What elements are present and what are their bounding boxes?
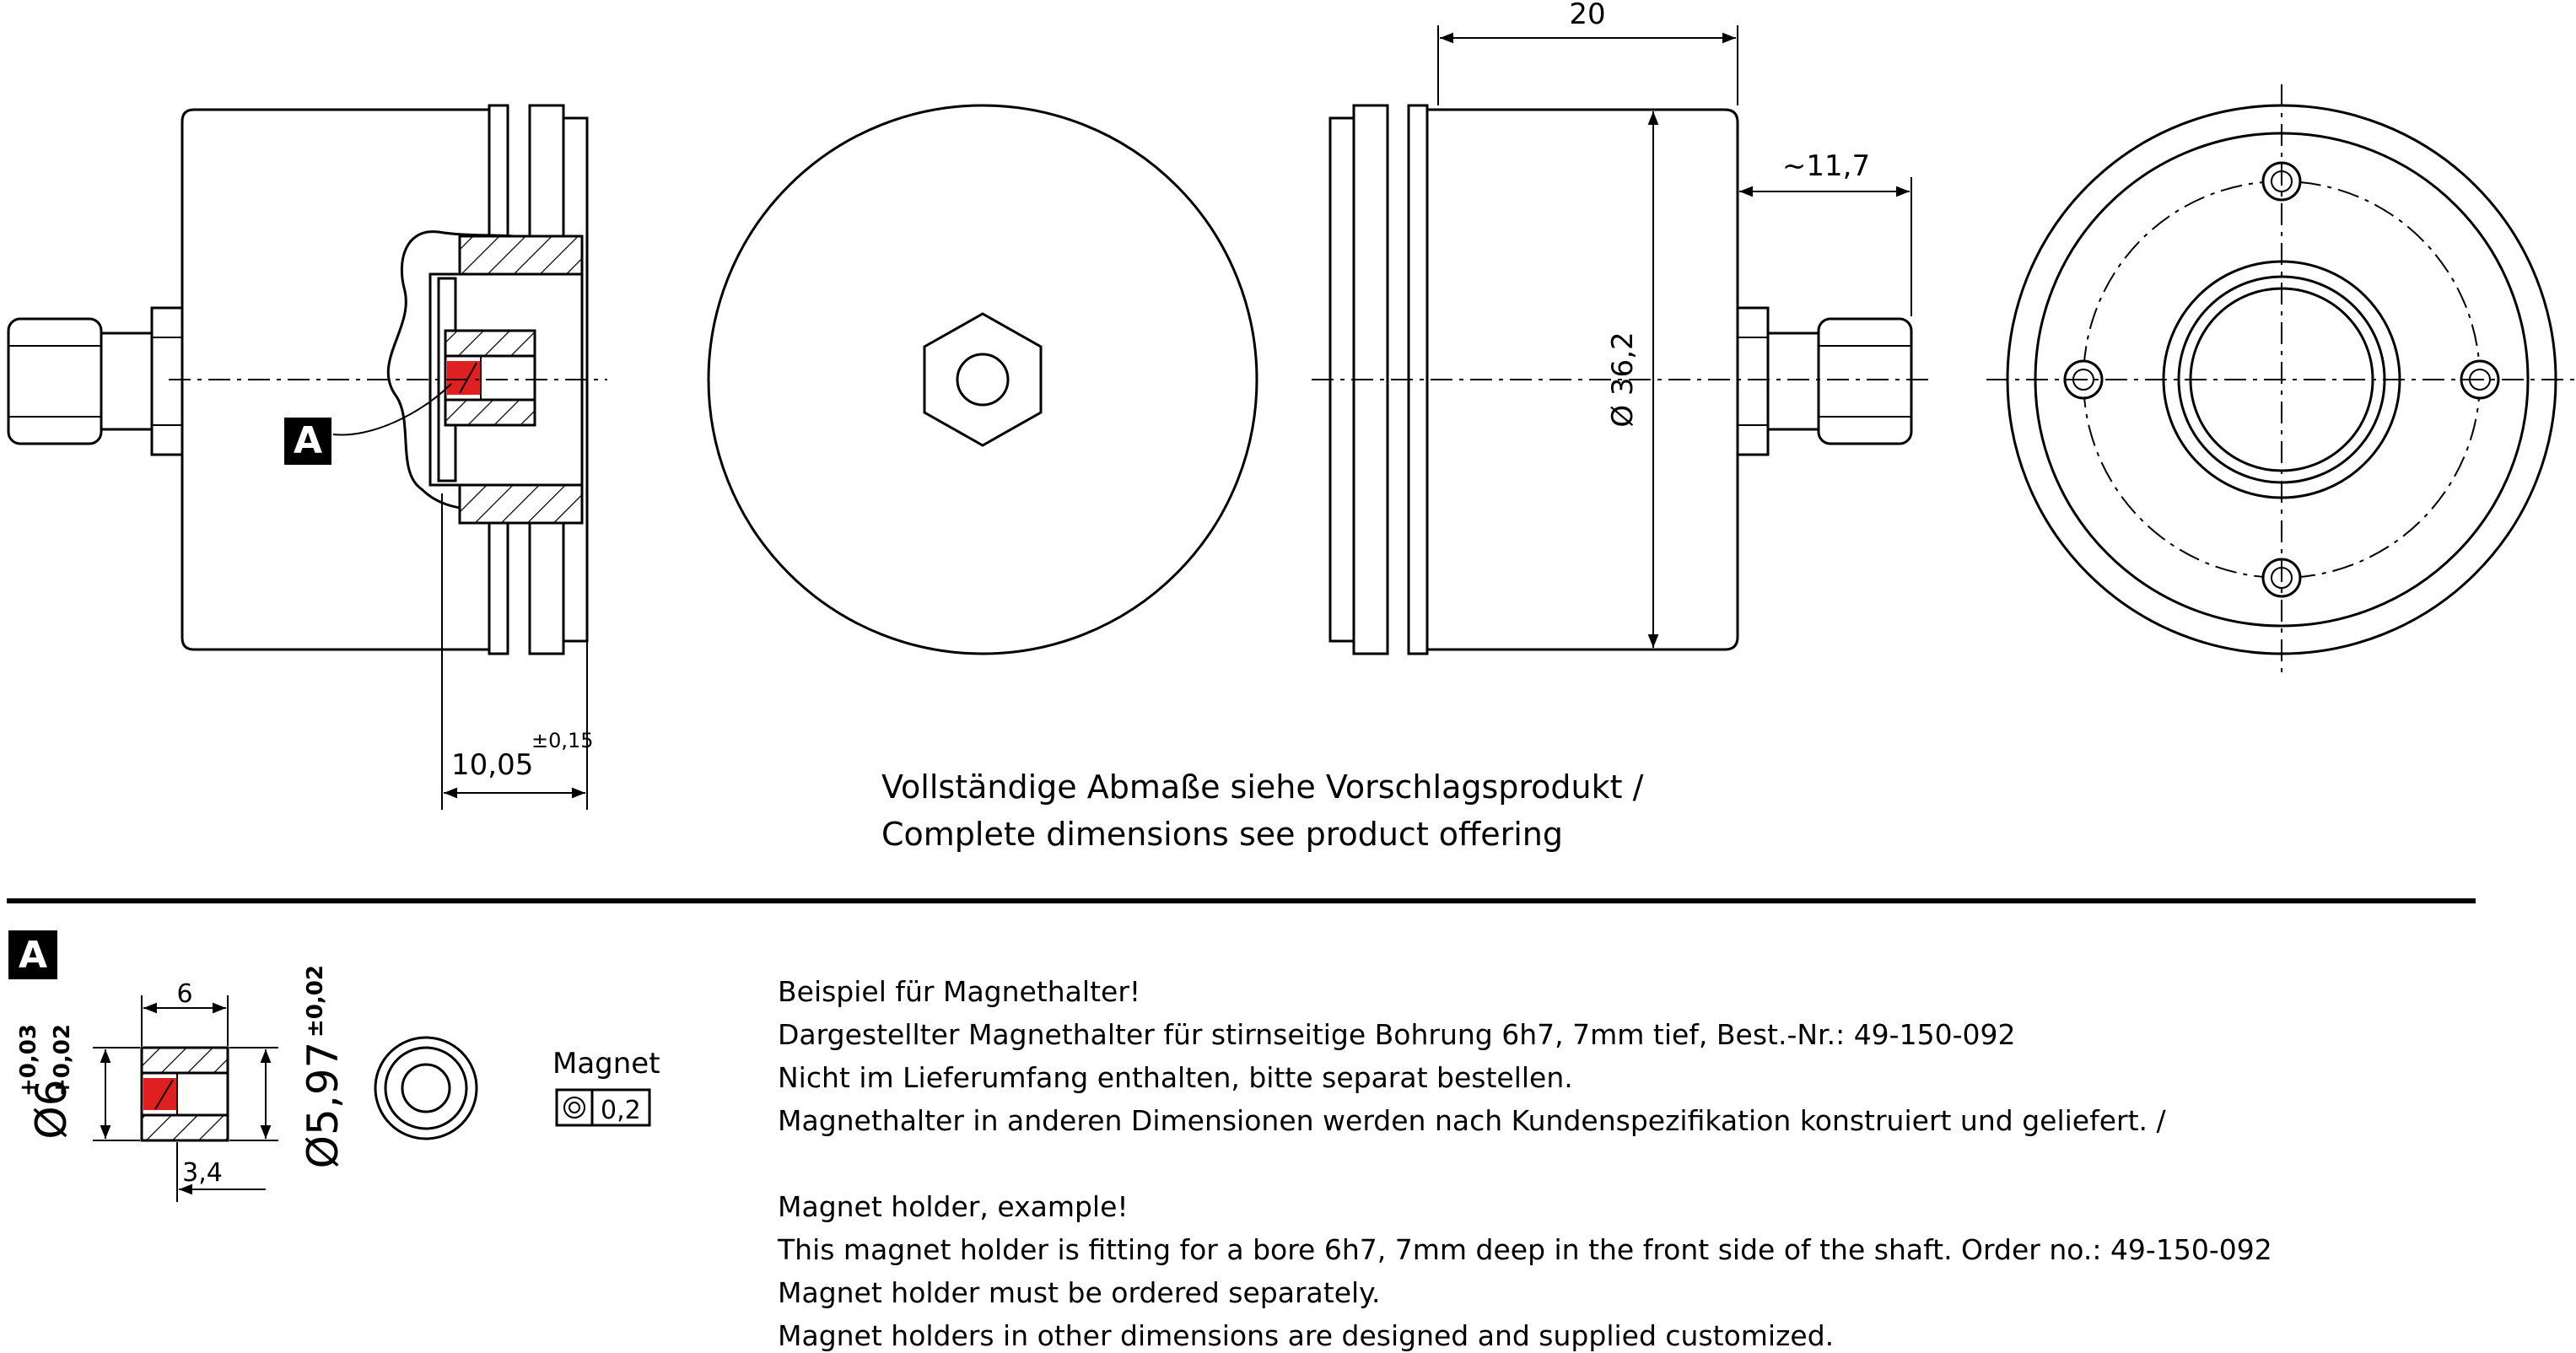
- cable-gland-left: [7, 306, 184, 456]
- side-view-right: [1312, 25, 1932, 655]
- housing-body: [181, 108, 491, 651]
- description-de-line: Dargestellter Magnethalter für stirnseit…: [778, 1018, 2015, 1051]
- tolerance-frame: [555, 1088, 651, 1127]
- dimension-width: 20: [1569, 0, 1605, 31]
- magnet-red-detail: [143, 1078, 177, 1110]
- dimension-detail-dia-6-tol-upper: +0,03: [16, 1024, 41, 1097]
- hex-bore: [956, 353, 1010, 407]
- dimension-cable-length: ~11,7: [1782, 149, 1870, 183]
- description-de-line: Magnethalter in anderen Dimensionen werd…: [778, 1104, 2166, 1137]
- magnet-holder-section: [444, 329, 536, 427]
- dimension-detail-width: 6: [176, 979, 192, 1009]
- note-line-de: Vollständige Abmaße siehe Vorschlagsprod…: [881, 768, 1644, 806]
- magnet-red: [447, 361, 481, 395]
- svg-text:A: A: [19, 934, 47, 977]
- dimension-depth-tolerance: ±0,15: [531, 729, 594, 752]
- description-de-line: Nicht im Lieferumfang enthalten, bitte s…: [778, 1061, 1573, 1094]
- detail-marker-a-bottom: A: [8, 930, 57, 979]
- magnet-tolerance-value: 0,2: [601, 1096, 641, 1125]
- dimension-depth: 10,05: [451, 748, 533, 782]
- cable-gland-right: [1736, 306, 1913, 456]
- rear-view: [1986, 84, 2576, 675]
- shaft-wall-bottom: [458, 483, 584, 525]
- description-en-line: Magnet holder must be ordered separately…: [778, 1276, 1380, 1309]
- description-en-line: This magnet holder is fitting for a bore…: [777, 1233, 2272, 1266]
- dimension-detail-dia-5-97-tol: ±0,02: [303, 965, 328, 1038]
- description-en-line: Magnet holder, example!: [778, 1190, 1129, 1223]
- magnet-holder-detail: [93, 995, 278, 1202]
- description-de-line: Beispiel für Magnethalter!: [778, 975, 1140, 1008]
- note-line-en: Complete dimensions see product offering: [881, 816, 1563, 853]
- magnet-holder-end-view: [374, 1036, 478, 1140]
- front-view: [707, 104, 1258, 655]
- side-section-view: [7, 104, 607, 810]
- svg-text:A: A: [294, 419, 322, 462]
- dimension-diameter: Ø 36,2: [1606, 332, 1640, 427]
- description-en-line: Magnet holders in other dimensions are d…: [778, 1319, 1834, 1352]
- dimension-detail-dia-6-tol-lower: +0,02: [50, 1024, 75, 1097]
- dimension-detail-dia-5-97: Ø5,97: [299, 1042, 348, 1169]
- shaft-wall-top: [458, 234, 584, 276]
- magnet-label: Magnet: [552, 1047, 660, 1081]
- detail-marker-a: A: [284, 418, 331, 465]
- dimension-detail-dia-6: Ø6: [27, 1079, 76, 1139]
- dimension-detail-offset: 3,4: [182, 1158, 223, 1188]
